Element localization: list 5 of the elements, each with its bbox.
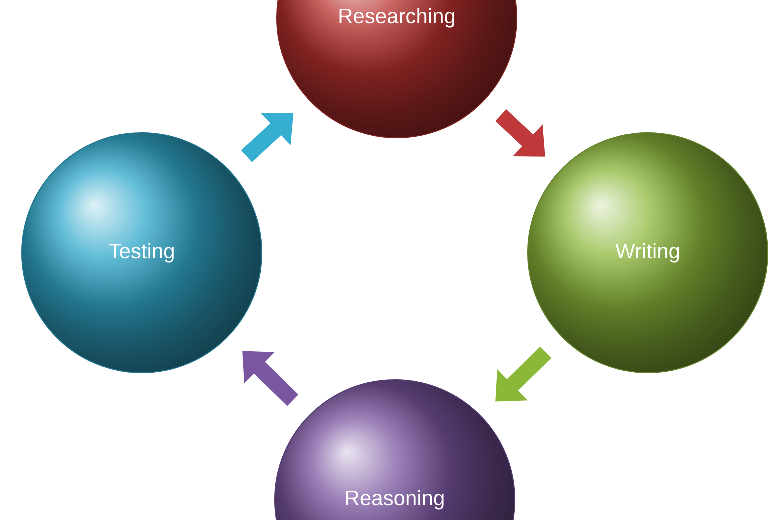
- circle-node: Writing: [528, 132, 768, 374]
- block-arrow: [242, 351, 299, 406]
- block-arrow: [496, 110, 546, 157]
- block-arrow: [496, 346, 552, 402]
- circle-node: Testing: [22, 132, 262, 374]
